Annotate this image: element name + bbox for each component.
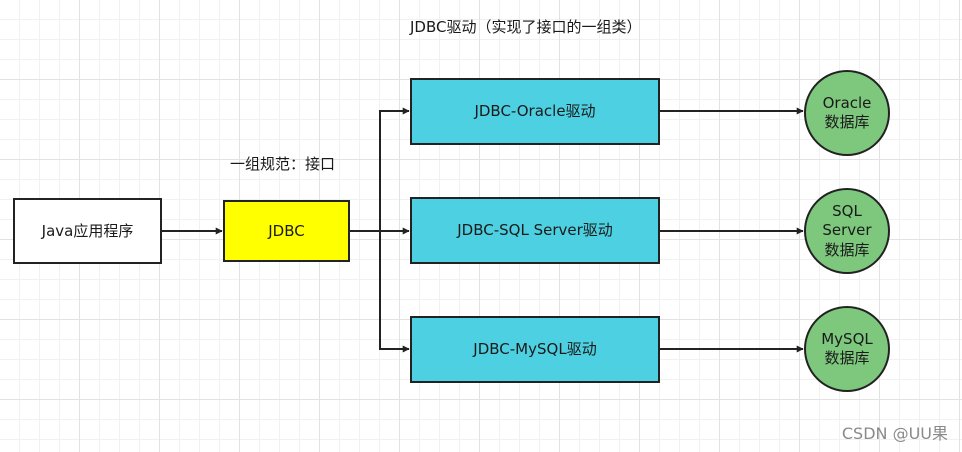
spec-caption: 一组规范：接口: [230, 155, 336, 173]
sqlserver-driver-label: JDBC-SQL Server驱动: [457, 221, 613, 240]
sqlserver-db-node[interactable]: SQL Server 数据库: [804, 188, 890, 274]
edge-jdbc-to-mysql-driver: [350, 230, 410, 353]
mysql-driver-label: JDBC-MySQL驱动: [473, 340, 597, 359]
java-app-node[interactable]: Java应用程序: [13, 198, 162, 264]
oracle-db-line1: Oracle: [822, 93, 872, 112]
mysql-driver-node[interactable]: JDBC-MySQL驱动: [410, 316, 660, 383]
mysql-db-node[interactable]: MySQL 数据库: [804, 306, 890, 392]
drivers-caption: JDBC驱动（实现了接口的一组类）: [410, 18, 642, 36]
sqlserver-driver-node[interactable]: JDBC-SQL Server驱动: [410, 197, 660, 264]
oracle-db-line2: 数据库: [824, 113, 870, 131]
jdbc-label: JDBC: [268, 221, 305, 240]
java-app-label: Java应用程序: [41, 221, 134, 240]
jdbc-node[interactable]: JDBC: [223, 200, 350, 262]
oracle-driver-node[interactable]: JDBC-Oracle驱动: [410, 78, 660, 145]
mysql-db-line2: 数据库: [824, 349, 870, 367]
sqlserver-db-line3: 数据库: [824, 240, 870, 259]
oracle-db-node[interactable]: Oracle 数据库: [804, 70, 890, 156]
mysql-db-line1: MySQL: [821, 329, 873, 348]
sqlserver-db-line1: SQL: [832, 201, 862, 220]
edge-jdbc-to-oracle-driver: [350, 107, 410, 232]
oracle-driver-label: JDBC-Oracle驱动: [474, 102, 596, 121]
watermark: CSDN @UU果: [841, 424, 948, 443]
sqlserver-db-line2: Server: [822, 221, 872, 240]
